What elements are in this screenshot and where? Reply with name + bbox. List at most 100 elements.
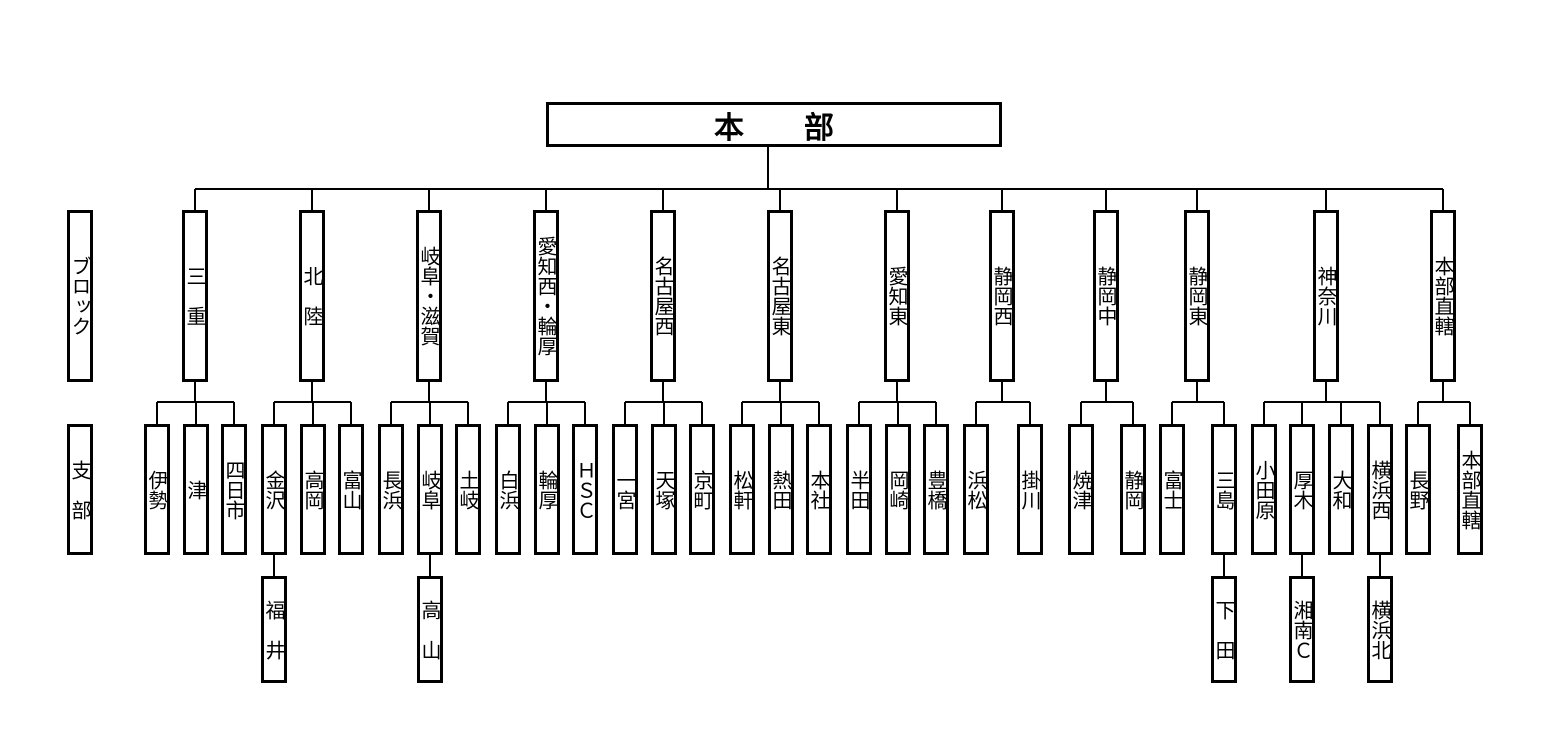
branch-box-label: 焼津 — [1069, 469, 1093, 510]
branch-box: 岐阜 — [417, 424, 443, 555]
branch-box-label: 伊勢 — [145, 469, 169, 510]
branch-box-label: 本社 — [807, 469, 831, 510]
branch-box: 本部直轄 — [1457, 424, 1483, 555]
branch-box-label: 松軒 — [730, 469, 754, 510]
row-label-block-text: ブロック — [68, 256, 92, 336]
sub-branch-box: 横浜北 — [1367, 576, 1393, 683]
branch-box: 長浜 — [378, 424, 404, 555]
branch-box-label: 一宮 — [613, 469, 637, 510]
block-box-label: 岐阜・滋賀 — [417, 246, 441, 346]
sub-branch-box: 高 山 — [417, 576, 443, 683]
branch-box-label: 掛川 — [1018, 469, 1042, 510]
block-box-label: 静岡東 — [1185, 266, 1209, 326]
branch-box: 焼津 — [1068, 424, 1094, 555]
branch-box: 白浜 — [495, 424, 521, 555]
branch-box: 四日市 — [221, 424, 247, 555]
branch-box-label: 岐阜 — [418, 469, 442, 510]
headquarters-box: 本 部 — [546, 102, 1002, 147]
branch-box: 金沢 — [261, 424, 287, 555]
sub-branch-box-label: 福 井 — [262, 599, 286, 660]
branch-box-label: 富山 — [339, 469, 363, 510]
block-box: 静岡西 — [989, 210, 1015, 382]
row-label-block: ブロック — [67, 210, 93, 382]
sub-branch-box-label: 高 山 — [418, 599, 442, 660]
sub-branch-box: 下 田 — [1211, 576, 1237, 683]
branch-box: 輪厚 — [534, 424, 560, 555]
branch-box: 松軒 — [729, 424, 755, 555]
block-box: 愛知西・輪厚 — [533, 210, 559, 382]
branch-box: 豊橋 — [923, 424, 949, 555]
block-box-label: 名古屋東 — [768, 256, 792, 336]
branch-box-label: 土岐 — [456, 469, 480, 510]
branch-box: 土岐 — [455, 424, 481, 555]
sub-branch-box-label: 湘南Ｃ — [1290, 599, 1314, 660]
branch-box-label: 大和 — [1329, 469, 1353, 510]
block-box: 静岡東 — [1184, 210, 1210, 382]
branch-box-label: 長野 — [1406, 469, 1430, 510]
branch-box: 掛川 — [1017, 424, 1043, 555]
row-label-branch-text: 支 部 — [68, 459, 92, 520]
branch-box-label: 輪厚 — [535, 469, 559, 510]
branch-box: 高岡 — [300, 424, 326, 555]
sub-branch-box: 福 井 — [261, 576, 287, 683]
block-box: 名古屋東 — [767, 210, 793, 382]
row-label-branch: 支 部 — [67, 424, 93, 555]
branch-box-label: 浜松 — [964, 469, 988, 510]
branch-box-label: 天塚 — [652, 469, 676, 510]
block-box: 三 重 — [182, 210, 208, 382]
branch-box: 富山 — [338, 424, 364, 555]
branch-box: 京町 — [689, 424, 715, 555]
block-box-label: 静岡中 — [1094, 266, 1118, 326]
sub-branch-box-label: 下 田 — [1212, 599, 1236, 660]
branch-box-label: 岡崎 — [886, 469, 910, 510]
branch-box: 天塚 — [651, 424, 677, 555]
block-box-label: 三 重 — [183, 266, 207, 326]
branch-box-label: 四日市 — [222, 459, 246, 520]
branch-box-label: 津 — [184, 479, 208, 500]
block-box-label: 北 陸 — [300, 266, 324, 326]
branch-box-label: 豊橋 — [924, 469, 948, 510]
branch-box: 厚木 — [1289, 424, 1315, 555]
branch-box: 浜松 — [963, 424, 989, 555]
branch-box-label: 白浜 — [496, 469, 520, 510]
branch-box-label: 半田 — [847, 469, 871, 510]
sub-branch-box: 湘南Ｃ — [1289, 576, 1315, 683]
branch-box-label: 小田原 — [1252, 459, 1276, 520]
branch-box: 大和 — [1328, 424, 1354, 555]
branch-box: 半田 — [846, 424, 872, 555]
branch-box: 津 — [183, 424, 209, 555]
branch-box-label: 金沢 — [262, 469, 286, 510]
block-box-label: 愛知西・輪厚 — [534, 236, 558, 356]
branch-box-label: 三島 — [1212, 469, 1236, 510]
branch-box: 一宮 — [612, 424, 638, 555]
branch-box-label: 長浜 — [379, 469, 403, 510]
branch-box: 富士 — [1159, 424, 1185, 555]
branch-box: ＨＳＣ — [572, 424, 598, 555]
branch-box-label: 富士 — [1160, 469, 1184, 510]
branch-box-label: 京町 — [690, 469, 714, 510]
branch-box: 三島 — [1211, 424, 1237, 555]
branch-box-label: 高岡 — [301, 469, 325, 510]
block-box: 岐阜・滋賀 — [416, 210, 442, 382]
block-box: 静岡中 — [1093, 210, 1119, 382]
branch-box: 岡崎 — [885, 424, 911, 555]
block-box-label: 神奈川 — [1314, 266, 1338, 326]
branch-box: 伊勢 — [144, 424, 170, 555]
headquarters-label: 本 部 — [714, 110, 834, 146]
branch-box: 長野 — [1405, 424, 1431, 555]
block-box-label: 愛知東 — [885, 266, 909, 326]
branch-box-label: 静岡 — [1121, 469, 1145, 510]
block-box: 名古屋西 — [650, 210, 676, 382]
block-box-label: 本部直轄 — [1431, 256, 1455, 336]
block-box: 愛知東 — [884, 210, 910, 382]
branch-box-label: ＨＳＣ — [573, 459, 597, 520]
branch-box-label: 横浜西 — [1368, 459, 1392, 520]
branch-box-label: 熱田 — [769, 469, 793, 510]
branch-box-label: 本部直轄 — [1458, 449, 1482, 530]
block-box: 北 陸 — [299, 210, 325, 382]
branch-box: 本社 — [806, 424, 832, 555]
sub-branch-box-label: 横浜北 — [1368, 599, 1392, 660]
branch-box: 静岡 — [1120, 424, 1146, 555]
branch-box: 小田原 — [1251, 424, 1277, 555]
